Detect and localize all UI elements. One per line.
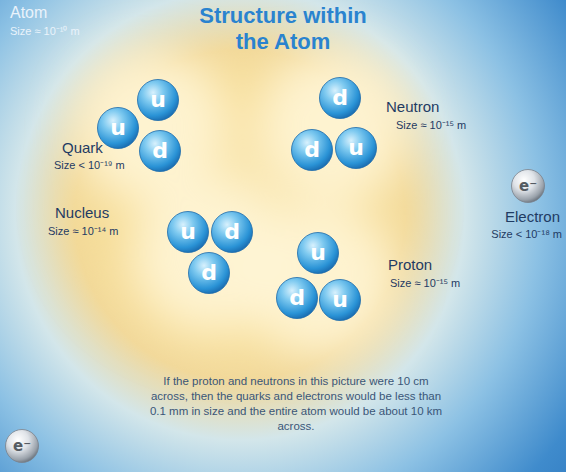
quark-sphere: u <box>297 232 339 274</box>
scale-note: If the proton and neutrons in this pictu… <box>146 374 446 434</box>
sphere-shape <box>140 131 181 172</box>
quark-flavour: u <box>348 137 364 159</box>
quark-sphere: u <box>167 211 209 253</box>
quark-sphere: d <box>319 77 361 119</box>
quark-flavour: d <box>201 262 217 284</box>
quark-flavour: u <box>310 242 326 264</box>
quark-flavour: u <box>150 89 166 111</box>
part-name: Atom <box>10 4 47 22</box>
diagram-title: Structure within the Atom <box>183 3 383 55</box>
size-label: Size < 10⁻¹⁸ m <box>491 226 562 241</box>
quark-sphere: d <box>276 277 318 319</box>
part-name: Electron <box>505 208 560 225</box>
sphere-shape <box>189 253 230 294</box>
electron-symbol: e⁻ <box>13 439 31 454</box>
quark-sphere: d <box>211 211 253 253</box>
part-name: Quark <box>62 139 103 156</box>
quark-flavour: d <box>289 287 305 309</box>
electron-symbol: e⁻ <box>519 179 537 194</box>
sphere-shape <box>512 170 545 203</box>
quark-flavour: d <box>224 221 240 243</box>
sphere-shape <box>336 128 377 169</box>
part-name: Neutron <box>386 98 439 115</box>
quark-sphere: d <box>291 129 333 171</box>
quark-flavour: d <box>304 139 320 161</box>
sphere-shape <box>212 212 253 253</box>
sphere-shape <box>320 78 361 119</box>
quark-sphere: d <box>188 252 230 294</box>
size-label: Size ≈ 10⁻¹⁵ m <box>396 117 466 132</box>
size-label: Size ≈ 10⁻¹⁵ m <box>390 275 460 290</box>
quark-sphere: u <box>97 107 139 149</box>
nucleus-cloud <box>65 50 415 355</box>
quark-flavour: u <box>332 289 348 311</box>
quark-flavour: d <box>152 140 168 162</box>
quark-flavour: u <box>180 221 196 243</box>
part-name: Proton <box>388 256 432 273</box>
quark-flavour: d <box>332 87 348 109</box>
sphere-shape <box>298 233 339 274</box>
quark-sphere: d <box>139 130 181 172</box>
sphere-shape <box>292 130 333 171</box>
size-label: Size ≈ 10⁻¹⁰ m <box>10 23 80 38</box>
sphere-shape <box>168 212 209 253</box>
quark-sphere: u <box>319 279 361 321</box>
size-label: Size ≈ 10⁻¹⁴ m <box>48 223 118 238</box>
quark-sphere: u <box>137 79 179 121</box>
sphere-shape <box>320 280 361 321</box>
electron-sphere: e⁻ <box>511 169 545 203</box>
part-name: Nucleus <box>55 204 109 221</box>
quark-sphere: u <box>335 127 377 169</box>
sphere-shape <box>277 278 318 319</box>
sphere-shape <box>138 80 179 121</box>
quark-flavour: u <box>110 117 126 139</box>
sphere-shape <box>98 108 139 149</box>
sphere-shape <box>6 430 39 463</box>
size-label: Size < 10⁻¹⁹ m <box>54 157 125 172</box>
electron-sphere: e⁻ <box>5 429 39 463</box>
